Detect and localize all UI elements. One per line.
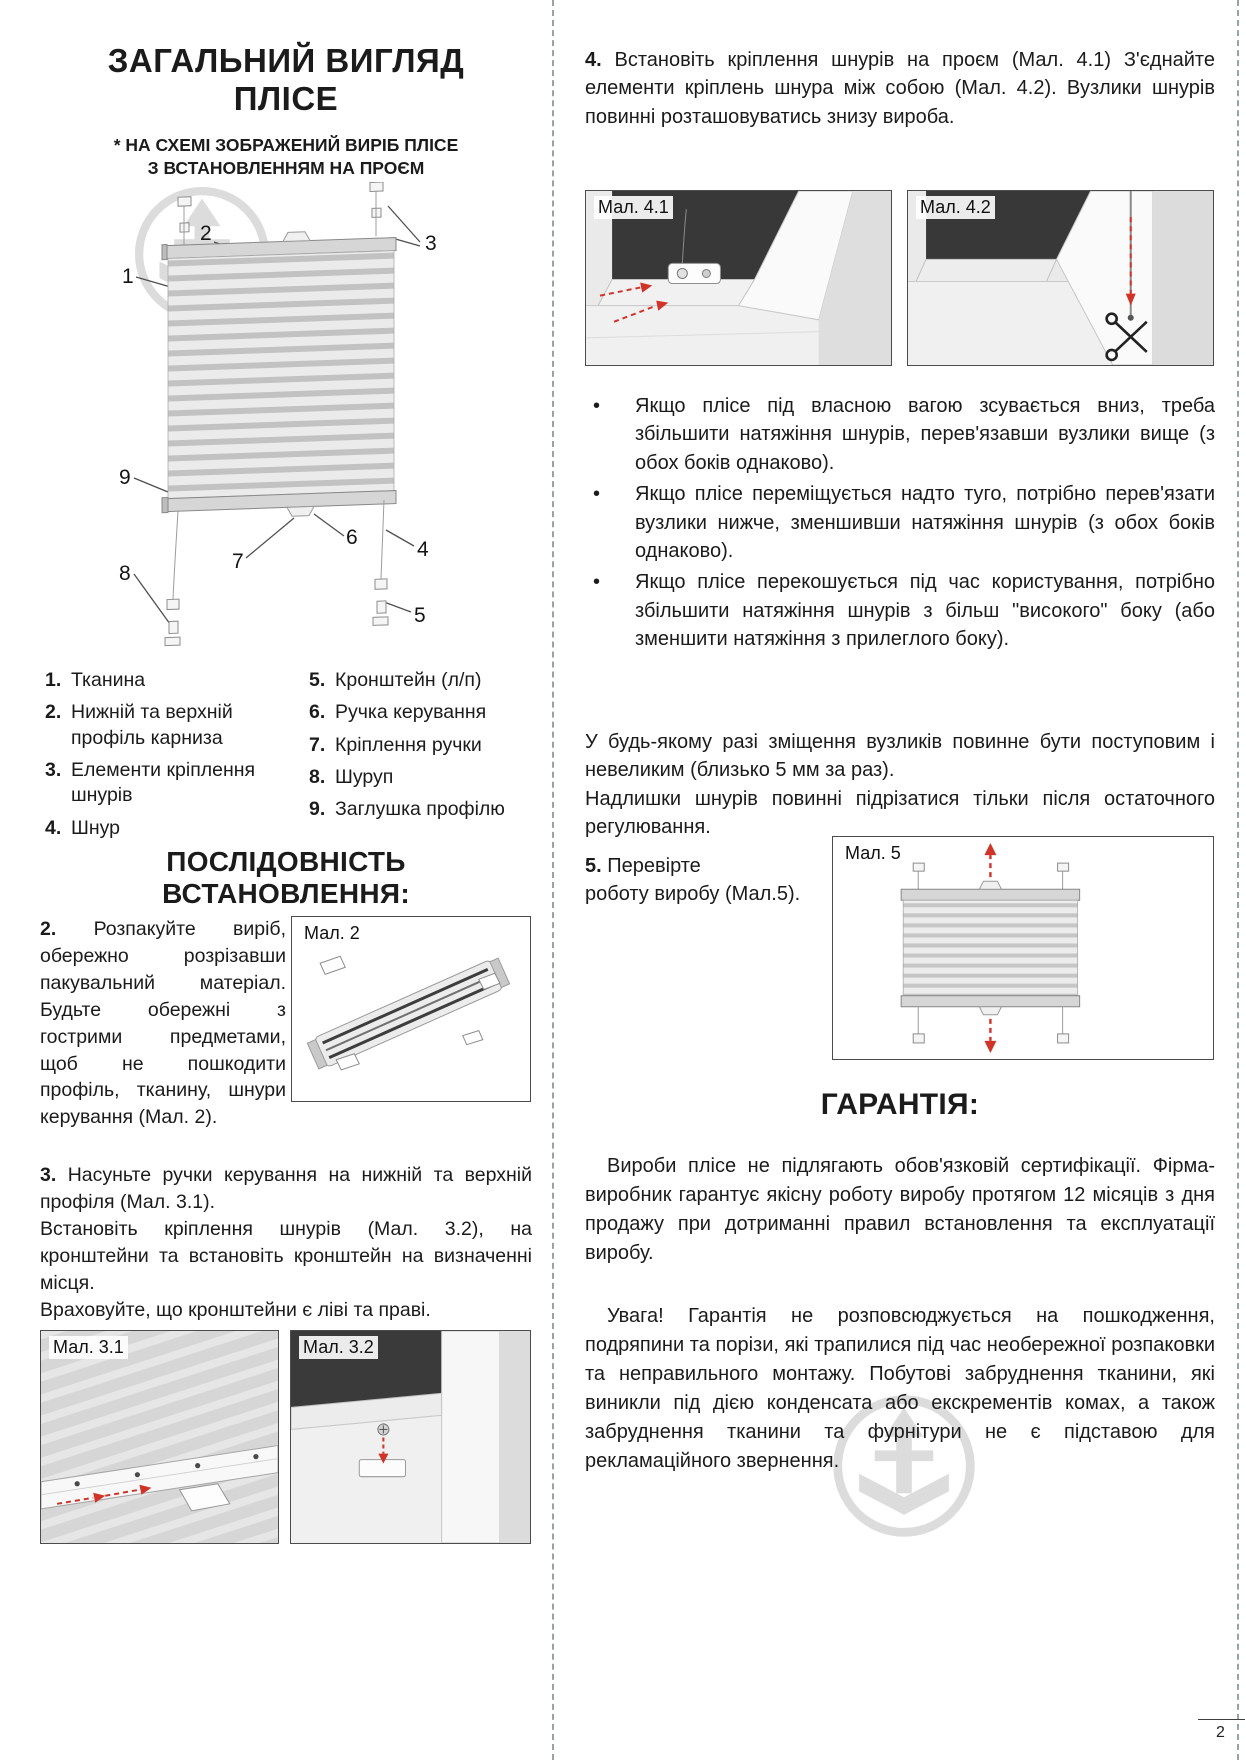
watermark-logo [833, 1395, 975, 1537]
bullet-item: • Якщо плісе переміщується надто туго, п… [585, 480, 1215, 565]
callout-5: 5 [414, 604, 426, 627]
cord-knot [1127, 314, 1134, 321]
window-sill-illustration [291, 1331, 530, 1543]
callout-2: 2 [200, 222, 212, 245]
page-subtitle-line2: З ВСТАНОВЛЕННЯМ НА ПРОЄМ [147, 158, 425, 178]
bullet-dot-icon: • [593, 483, 601, 506]
step-5-paragraph: 5. Перевірте роботу виробу (Мал.5). [585, 855, 801, 906]
packaged-blind-illustration [292, 917, 530, 1101]
step-5-number: 5. [585, 855, 602, 877]
page-edge-divider [1237, 0, 1239, 1760]
step-2-paragraph: 2. Розпакуйте виріб, обережно розрізавши… [40, 918, 286, 1129]
step-4-number: 4. [585, 49, 602, 71]
packaging-arrow-tabs [319, 955, 501, 1071]
knot-note-paragraph: У будь-якому разі зміщення вузликів пови… [585, 731, 1215, 839]
warranty-title: ГАРАНТІЯ: [820, 1088, 980, 1121]
red-arrow-icon [56, 1488, 140, 1505]
legend-item: 9.Заглушка профілю [309, 798, 505, 821]
legend-column-1: 1.Тканина 2.Нижній та верхній профіль ка… [45, 668, 285, 841]
cord [681, 209, 687, 264]
pleated-blind-illustration [161, 182, 397, 647]
callout-8: 8 [119, 562, 131, 585]
legend-item: 2.Нижній та верхній профіль карниза [45, 701, 233, 749]
figure-label: Мал. 4.1 [594, 196, 673, 219]
figure-5: Мал. 5 [832, 836, 1214, 1060]
bullet-item: • Якщо плісе під власною вагою зсуваєтьс… [585, 392, 1215, 477]
figure-2: Мал. 2 [291, 916, 531, 1102]
red-arrow-down-icon [984, 1018, 997, 1053]
legend: 1.Тканина 2.Нижній та верхній профіль ка… [45, 668, 532, 841]
warranty-paragraph-2: Увага! Гарантія не розповсюджується на п… [585, 1305, 1215, 1472]
bracket [358, 1459, 406, 1478]
window-corner-illustration [586, 191, 891, 365]
figure-label: Мал. 4.2 [916, 196, 995, 219]
adjustment-bullet-list: • Якщо плісе під власною вагою зсуваєтьс… [585, 392, 1215, 657]
figure-3-2: Мал. 3.2 [290, 1330, 531, 1544]
warranty-paragraph-1: Вироби плісе не підлягають обов'язковій … [585, 1155, 1215, 1264]
bullet-dot-icon: • [593, 571, 601, 594]
red-arrow-up-icon [984, 843, 997, 878]
blind-test-illustration [833, 837, 1213, 1059]
callout-7: 7 [232, 550, 244, 573]
step-3-paragraph: 3. Насуньте ручки керування на нижній та… [40, 1164, 532, 1321]
callout-3: 3 [425, 232, 437, 255]
page-number: 2 [1216, 1724, 1225, 1741]
page-title: ЗАГАЛЬНИЙ ВИГЛЯД ПЛІСЕ [40, 42, 532, 118]
page-subtitle-line1: * НА СХЕМІ ЗОБРАЖЕНИЙ ВИРІБ ПЛІСЕ [113, 135, 459, 155]
legend-item: 5.Кронштейн (л/п) [309, 669, 482, 691]
step-2-number: 2. [40, 918, 57, 940]
callout-1: 1 [122, 265, 134, 288]
page-subtitle: * НА СХЕМІ ЗОБРАЖЕНИЙ ВИРІБ ПЛІСЕ З ВСТА… [40, 134, 532, 180]
step-3-number: 3. [40, 1164, 57, 1186]
step-4-paragraph: 4. Встановіть кріплення шнурів на проєм … [585, 49, 1215, 128]
legend-item: 3.Елементи кріплення шнурів [45, 759, 256, 807]
figure-label: Мал. 3.1 [49, 1336, 128, 1359]
figure-4-1: Мал. 4.1 [585, 190, 892, 366]
sequence-title: ПОСЛІДОВНІСТЬ ВСТАНОВЛЕННЯ: [162, 846, 410, 909]
callout-9: 9 [119, 466, 131, 489]
legend-item: 1.Тканина [45, 669, 146, 691]
legend-item: 7.Кріплення ручки [309, 733, 482, 756]
screw-icon [377, 1423, 390, 1436]
figure-label: Мал. 5 [841, 842, 905, 865]
legend-column-2: 5.Кронштейн (л/п) 6.Ручка керування 7.Кр… [309, 668, 532, 841]
red-arrow-icon [599, 286, 657, 323]
page-title-line1: ЗАГАЛЬНИЙ ВИГЛЯД [107, 42, 465, 79]
bullet-dot-icon: • [593, 395, 601, 417]
column-divider [552, 0, 554, 1760]
figure-4-2: Мал. 4.2 [907, 190, 1214, 366]
page-number-rule [1198, 1719, 1245, 1720]
scissors-icon [1105, 312, 1148, 362]
callout-4: 4 [417, 538, 429, 561]
figure-3-1: Мал. 3.1 [40, 1330, 279, 1544]
handle-clip [178, 1483, 231, 1512]
legend-item: 4.Шнур [45, 816, 121, 839]
legend-item: 6.Ручка керування [309, 701, 487, 724]
cord-cut-illustration [908, 191, 1213, 365]
bullet-item: • Якщо плісе перекошується під час корис… [585, 568, 1215, 653]
callout-6: 6 [346, 526, 358, 549]
legend-item: 8.Шуруп [309, 766, 394, 789]
blind-overview-diagram: 1 2 3 4 5 6 7 8 9 [119, 182, 437, 647]
figure-label: Мал. 3.2 [299, 1336, 378, 1359]
cord-fastener [667, 262, 721, 285]
page-title-line2: ПЛІСЕ [233, 80, 339, 117]
profile-closeup-illustration [41, 1331, 278, 1543]
figure-label: Мал. 2 [300, 922, 364, 945]
